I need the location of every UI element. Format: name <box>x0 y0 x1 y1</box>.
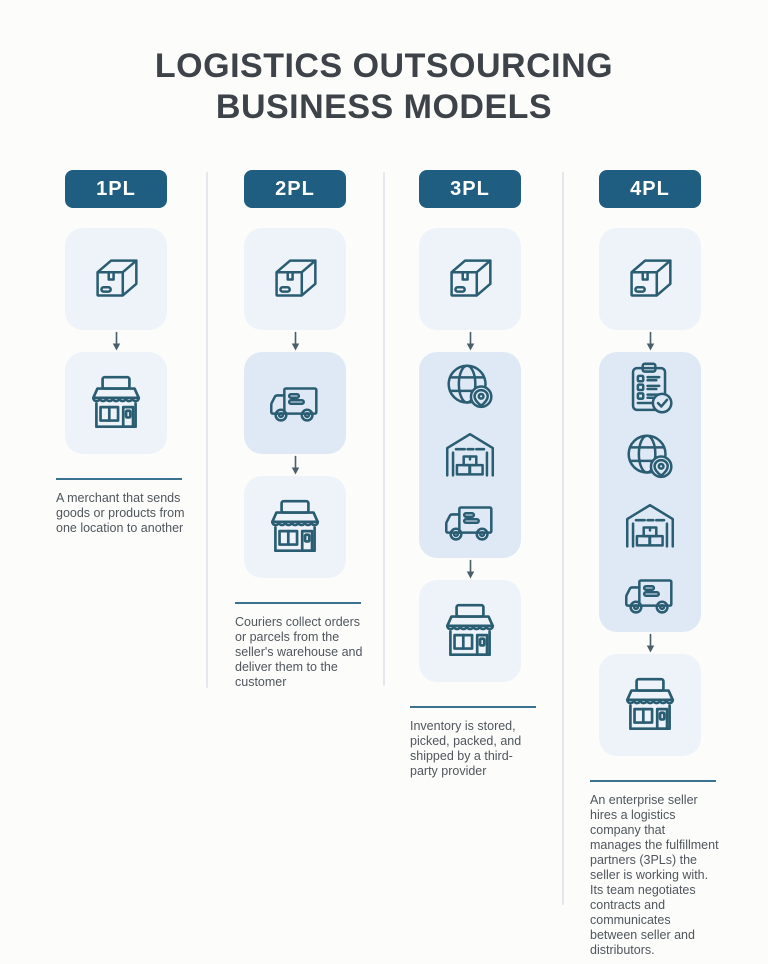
flow-arrow <box>110 330 123 352</box>
flow-arrow <box>644 330 657 352</box>
icon-panel-2pl <box>244 352 346 454</box>
icon-panel-2pl <box>244 476 346 578</box>
flow-arrow <box>289 454 302 476</box>
icon-panel-4pl <box>599 654 701 756</box>
flow-arrow <box>464 558 477 580</box>
storefront-icon <box>437 598 503 664</box>
arrow-down-icon <box>644 633 657 654</box>
page-title: LOGISTICS OUTSOURCING BUSINESS MODELS <box>0 46 768 128</box>
column-divider-1 <box>206 172 208 688</box>
icon-panel-2pl <box>244 228 346 330</box>
box-icon <box>619 248 681 310</box>
box-icon <box>439 248 501 310</box>
storefront-icon <box>262 494 328 560</box>
globe-pin-icon <box>619 427 681 489</box>
description-rule <box>56 478 182 480</box>
column-4pl: 4PL An enterprise seller hires a logistic… <box>580 170 720 958</box>
arrow-down-icon <box>464 331 477 352</box>
description-1pl: A merchant that sends goods or products … <box>56 491 185 535</box>
description-rule <box>235 602 361 604</box>
description-4pl: An enterprise seller hires a logistics c… <box>590 793 719 957</box>
column-3pl: 3PL Inventory is stored, picked, packed, … <box>400 170 540 779</box>
arrow-down-icon <box>110 331 123 352</box>
warehouse-icon <box>439 424 501 486</box>
arrow-down-icon <box>644 331 657 352</box>
storefront-icon <box>617 672 683 738</box>
storefront-icon <box>83 370 149 436</box>
icon-panel-3pl <box>419 580 521 682</box>
column-divider-3 <box>562 172 564 905</box>
flow-arrow <box>289 330 302 352</box>
badge-3pl: 3PL <box>419 170 521 208</box>
page-title-line2: BUSINESS MODELS <box>215 88 553 126</box>
icon-panel-4pl <box>599 228 701 330</box>
truck-icon <box>619 564 681 626</box>
page-title-line1: LOGISTICS OUTSOURCING <box>154 47 614 85</box>
flow-arrow <box>644 632 657 654</box>
icon-panel-3pl <box>419 352 521 558</box>
column-1pl: 1PL A merchant that sends goods or produc… <box>46 170 186 536</box>
box-icon <box>264 248 326 310</box>
globe-pin-icon <box>439 357 501 419</box>
column-divider-2 <box>383 172 385 686</box>
arrow-down-icon <box>464 559 477 580</box>
arrow-down-icon <box>289 455 302 476</box>
flow-arrow <box>464 330 477 352</box>
icon-panel-3pl <box>419 228 521 330</box>
badge-2pl: 2PL <box>244 170 346 208</box>
warehouse-icon <box>619 495 681 557</box>
truck-icon <box>264 372 326 434</box>
badge-1pl: 1PL <box>65 170 167 208</box>
description-2pl: Couriers collect orders or parcels from … <box>235 615 363 689</box>
badge-4pl: 4PL <box>599 170 701 208</box>
truck-icon <box>439 491 501 553</box>
box-icon <box>85 248 147 310</box>
icon-panel-1pl <box>65 352 167 454</box>
description-rule <box>410 706 536 708</box>
icon-panel-4pl <box>599 352 701 632</box>
description-rule <box>590 780 716 782</box>
icon-panel-1pl <box>65 228 167 330</box>
arrow-down-icon <box>289 331 302 352</box>
column-2pl: 2PL Couriers collect orders or parcels fr… <box>225 170 365 690</box>
clipboard-check-icon <box>619 358 681 420</box>
description-3pl: Inventory is stored, picked, packed, and… <box>410 719 522 778</box>
